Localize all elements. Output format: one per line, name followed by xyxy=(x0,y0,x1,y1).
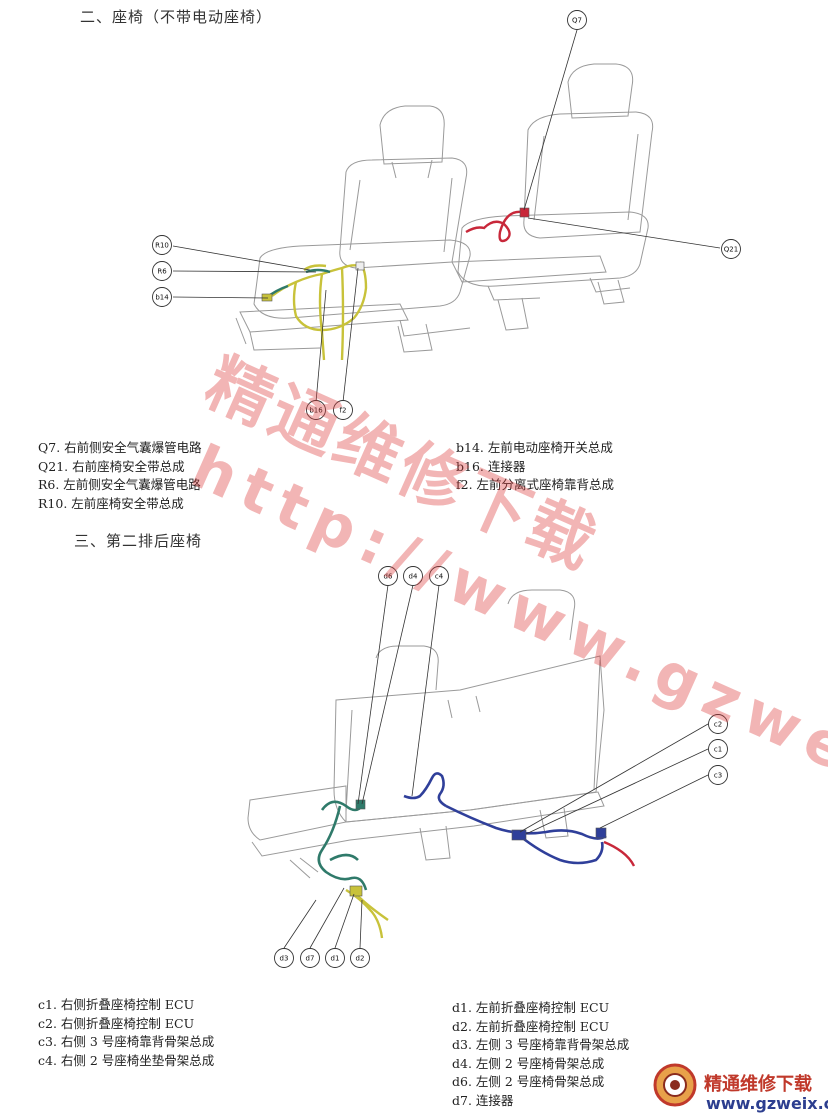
connector-b14 xyxy=(261,293,273,302)
callout-d2: d2 xyxy=(350,948,370,968)
callout-q21: Q21 xyxy=(721,239,741,259)
svg-text:Q7: Q7 xyxy=(572,17,582,25)
connector-d1 xyxy=(349,885,363,897)
legend-item: Q7. 右前侧安全气囊爆管电路 xyxy=(38,440,202,455)
svg-text:b16: b16 xyxy=(309,407,323,415)
svg-text:d2: d2 xyxy=(356,955,365,963)
legend-item: R10. 左前座椅安全带总成 xyxy=(38,495,184,511)
right-seat-harness xyxy=(465,210,523,243)
logo-title: 精通维修下载 xyxy=(704,1074,812,1095)
legend-item: f2. 左前分离式座椅靠背总成 xyxy=(456,477,615,492)
right-front-seat xyxy=(451,63,654,331)
callout-d3: d3 xyxy=(274,948,294,968)
svg-text:R10: R10 xyxy=(155,242,169,250)
legend-item: Q21. 右前座椅安全带总成 xyxy=(38,458,185,474)
rear-left-harness xyxy=(317,800,368,891)
svg-text:d6: d6 xyxy=(384,573,393,581)
rear-seat xyxy=(247,589,605,879)
connector-f2 xyxy=(355,261,365,271)
section3-legend-left: c1. 右侧折叠座椅控制 ECU c2. 右侧折叠座椅控制 ECU c3. 右侧… xyxy=(38,996,214,1070)
legend-item: d7. 连接器 xyxy=(452,1092,514,1108)
seat-diagram-rear: d6 d4 c4 c2 c1 c3 d3 d7 d1 d2 xyxy=(247,566,728,968)
rear-left-yellow-harness xyxy=(345,888,389,939)
callout-c3: c3 xyxy=(708,765,728,785)
connector-d6 xyxy=(355,799,366,810)
legend-item: c4. 右侧 2 号座椅坐垫骨架总成 xyxy=(38,1052,215,1068)
callout-d6: d6 xyxy=(378,566,398,586)
svg-text:c3: c3 xyxy=(714,772,722,780)
callout-c4: c4 xyxy=(429,566,449,586)
left-seat-harness xyxy=(271,261,368,361)
connector-c3 xyxy=(595,827,607,839)
svg-text:c2: c2 xyxy=(714,721,722,729)
section3-legend-right: d1. 左前折叠座椅控制 ECU d2. 左前折叠座椅控制 ECU d3. 左侧… xyxy=(452,999,629,1110)
callout-d7: d7 xyxy=(300,948,320,968)
callout-q7: Q7 xyxy=(567,10,587,30)
svg-text:d7: d7 xyxy=(306,955,315,963)
legend-item: d1. 左前折叠座椅控制 ECU xyxy=(452,1000,610,1015)
svg-text:d3: d3 xyxy=(280,955,289,963)
callout-f2: f2 xyxy=(333,400,353,420)
seat-diagram-front: Q7 Q21 R10 R6 b14 b16 f2 xyxy=(152,10,741,420)
section2-heading: 二、座椅（不带电动座椅） xyxy=(80,8,273,26)
section2-legend-left: Q7. 右前侧安全气囊爆管电路 Q21. 右前座椅安全带总成 R6. 左前侧安全… xyxy=(38,439,202,513)
connector-c2 xyxy=(511,829,527,841)
legend-item: b14. 左前电动座椅开关总成 xyxy=(456,440,613,455)
callout-r6: R6 xyxy=(152,261,172,281)
callout-c1: c1 xyxy=(708,739,728,759)
legend-item: d4. 左侧 2 号座椅骨架总成 xyxy=(452,1055,605,1071)
svg-text:c1: c1 xyxy=(714,746,722,754)
legend-item: b16. 连接器 xyxy=(456,458,526,474)
callout-r10: R10 xyxy=(152,235,172,255)
legend-item: d2. 左前折叠座椅控制 ECU xyxy=(452,1018,610,1034)
left-front-seat xyxy=(235,105,471,353)
section2-legend-right: b14. 左前电动座椅开关总成 b16. 连接器 f2. 左前分离式座椅靠背总成 xyxy=(456,439,614,495)
svg-text:f2: f2 xyxy=(340,407,347,415)
leader-lines-front xyxy=(172,29,721,403)
callout-d1: d1 xyxy=(325,948,345,968)
svg-text:Q21: Q21 xyxy=(724,246,738,254)
rear-right-red-harness xyxy=(603,840,636,867)
legend-item: R6. 左前侧安全气囊爆管电路 xyxy=(38,477,201,492)
svg-text:R6: R6 xyxy=(157,268,167,276)
legend-item: c1. 右侧折叠座椅控制 ECU xyxy=(38,997,195,1012)
rear-right-harness xyxy=(403,772,607,865)
svg-text:b14: b14 xyxy=(155,294,169,302)
callout-c2: c2 xyxy=(708,714,728,734)
legend-item: c3. 右侧 3 号座椅靠背骨架总成 xyxy=(38,1034,215,1049)
callout-b16: b16 xyxy=(306,400,326,420)
callout-b14: b14 xyxy=(152,287,172,307)
leader-lines-rear xyxy=(283,584,709,949)
logo-icon xyxy=(653,1063,697,1107)
legend-item: d3. 左侧 3 号座椅靠背骨架总成 xyxy=(452,1037,630,1052)
section3-heading: 三、第二排后座椅 xyxy=(74,532,203,550)
legend-item: c2. 右侧折叠座椅控制 ECU xyxy=(38,1015,195,1031)
legend-item: d6. 左侧 2 号座椅骨架总成 xyxy=(452,1074,605,1089)
svg-text:c4: c4 xyxy=(435,573,444,581)
svg-text:d4: d4 xyxy=(409,573,418,581)
svg-text:d1: d1 xyxy=(331,955,340,963)
logo-url: www.gzweix.com xyxy=(706,1094,828,1113)
callout-d4: d4 xyxy=(403,566,423,586)
